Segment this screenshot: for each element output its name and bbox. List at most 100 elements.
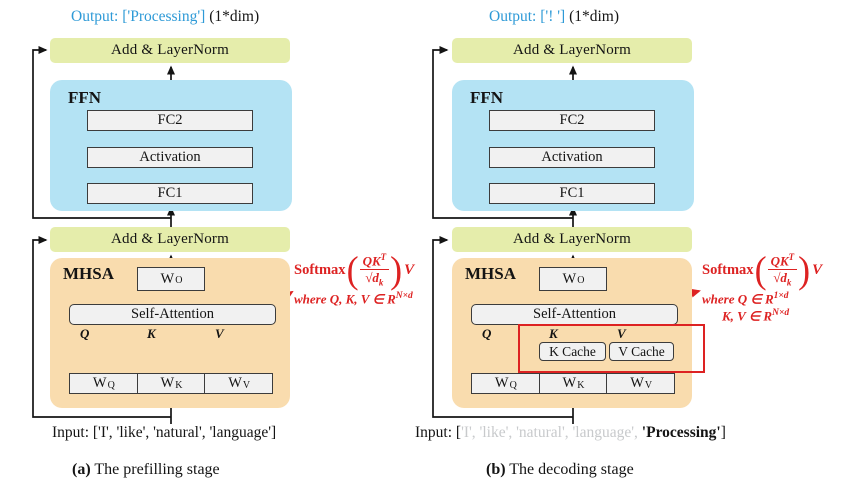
self-attention-box: Self-Attention [69, 304, 276, 325]
mhsa-label: MHSA [63, 264, 114, 283]
formula-denominator: √dk [365, 269, 384, 288]
formula-fraction: QKT √dk [359, 252, 390, 288]
activation-box: Activation [87, 147, 253, 168]
wv-label: W [630, 375, 644, 391]
wq-label: W [92, 375, 107, 391]
wq-label: W [494, 375, 509, 391]
output-dims: (1*dim) [565, 8, 619, 25]
formula-numerator: QKT [767, 252, 798, 270]
activation-box: Activation [489, 147, 655, 168]
fc1-box: FC1 [87, 183, 253, 204]
formula-fraction: QKT √dk [767, 252, 798, 288]
addnorm-mid-box: Add & LayerNorm [452, 227, 692, 252]
v-label: V [215, 326, 224, 341]
fc2-box: FC2 [489, 110, 655, 131]
v-cache-box: V Cache [609, 342, 674, 361]
fc2-box: FC2 [87, 110, 253, 131]
output-tokens: Output: ['! '] [489, 8, 566, 25]
input-prefix: Input: [ [415, 424, 462, 441]
formula-num-sup: T [380, 252, 387, 262]
k-label: K [549, 326, 558, 341]
caption-text: The decoding stage [505, 461, 634, 478]
wk-label: W [160, 375, 175, 391]
formula-where-sup1: 1×d [773, 291, 789, 302]
formula-row: Softmax ( QKT √dk ) V [294, 249, 440, 292]
ffn-label: FFN [68, 88, 102, 107]
formula-paren-open: ( [754, 249, 767, 292]
attention-formula-annotation: Softmax ( QKT √dk ) V where Q, K, V ∈ RN… [294, 249, 440, 308]
q-label: Q [80, 326, 90, 341]
formula-where-sup1: N×d [395, 291, 413, 302]
formula-denominator: √dk [773, 269, 792, 288]
addnorm-top-label: Add & LayerNorm [513, 42, 631, 58]
output-dims: (1*dim) [205, 8, 260, 25]
input-new-token: 'Processing' [641, 424, 721, 441]
wv-label: W [228, 375, 242, 391]
formula-v: V [404, 261, 415, 278]
fc2-label: FC2 [559, 112, 585, 128]
k-cache-label: K Cache [549, 343, 596, 359]
fc1-label: FC1 [559, 185, 585, 201]
formula-paren-close: ) [798, 249, 811, 292]
wo-label: W [160, 270, 175, 287]
panel-prefilling: Output: ['Processing'] (1*dim) Add & Lay… [32, 8, 440, 479]
formula-row: Softmax ( QKT √dk ) V [702, 249, 842, 292]
caption-index: (b) [486, 461, 506, 478]
q-label: Q [482, 326, 492, 341]
output-text: Output: ['! '] (1*dim) [489, 8, 619, 26]
formula-where-line2: K, V ∈ RN×d [722, 307, 790, 323]
addnorm-mid-label: Add & LayerNorm [111, 231, 229, 247]
ffn-label: FFN [470, 88, 504, 107]
output-tokens: Output: ['Processing'] [71, 8, 206, 25]
formula-paren-open: ( [346, 249, 359, 292]
formula-den-sub: k [378, 277, 384, 288]
output-text: Output: ['Processing'] (1*dim) [71, 8, 259, 26]
caption-index: (a) [72, 461, 91, 478]
formula-where-line1: where Q ∈ R1×d [702, 291, 789, 307]
input-suffix: ] [720, 424, 726, 441]
panel-decoding: Output: ['! '] (1*dim) Add & LayerNorm F… [402, 0, 842, 497]
formula-den-sub: k [786, 277, 792, 288]
formula-where-line1: where Q, K, V ∈ RN×d [294, 291, 413, 307]
wk-label: W [562, 375, 577, 391]
caption-decoding: (b) The decoding stage [486, 461, 634, 479]
formula-softmax: Softmax [294, 261, 346, 278]
caption-text: The prefilling stage [90, 461, 220, 478]
input-cached-tokens: 'I', 'like', 'natural', 'language', [461, 424, 642, 441]
input-text: Input: ['I', 'like', 'natural', 'languag… [415, 424, 726, 442]
mhsa-label: MHSA [465, 264, 516, 283]
formula-where-sup2: N×d [772, 307, 790, 318]
input-tokens: Input: ['I', 'like', 'natural', 'languag… [52, 424, 277, 441]
v-cache-label: V Cache [618, 343, 665, 359]
input-text: Input: ['I', 'like', 'natural', 'languag… [52, 424, 276, 442]
addnorm-top-box: Add & LayerNorm [452, 38, 692, 63]
formula-v: V [812, 261, 823, 278]
addnorm-mid-box: Add & LayerNorm [50, 227, 290, 252]
addnorm-mid-label: Add & LayerNorm [513, 231, 631, 247]
addnorm-top-label: Add & LayerNorm [111, 42, 229, 58]
kv-cache-highlight-rect [518, 324, 705, 373]
fc1-box: FC1 [489, 183, 655, 204]
attention-formula-annotation: Softmax ( QKT √dk ) V where Q ∈ R1×d K, … [702, 249, 842, 324]
formula-numerator: QKT [359, 252, 390, 270]
addnorm-top-box: Add & LayerNorm [50, 38, 290, 63]
activation-label: Activation [541, 149, 603, 165]
v-label: V [617, 326, 626, 341]
k-label: K [147, 326, 156, 341]
formula-num-sup: T [788, 252, 795, 262]
self-attention-box: Self-Attention [471, 304, 678, 325]
self-attention-label: Self-Attention [131, 306, 214, 322]
self-attention-label: Self-Attention [533, 306, 616, 322]
caption-prefilling: (a) The prefilling stage [72, 461, 220, 479]
